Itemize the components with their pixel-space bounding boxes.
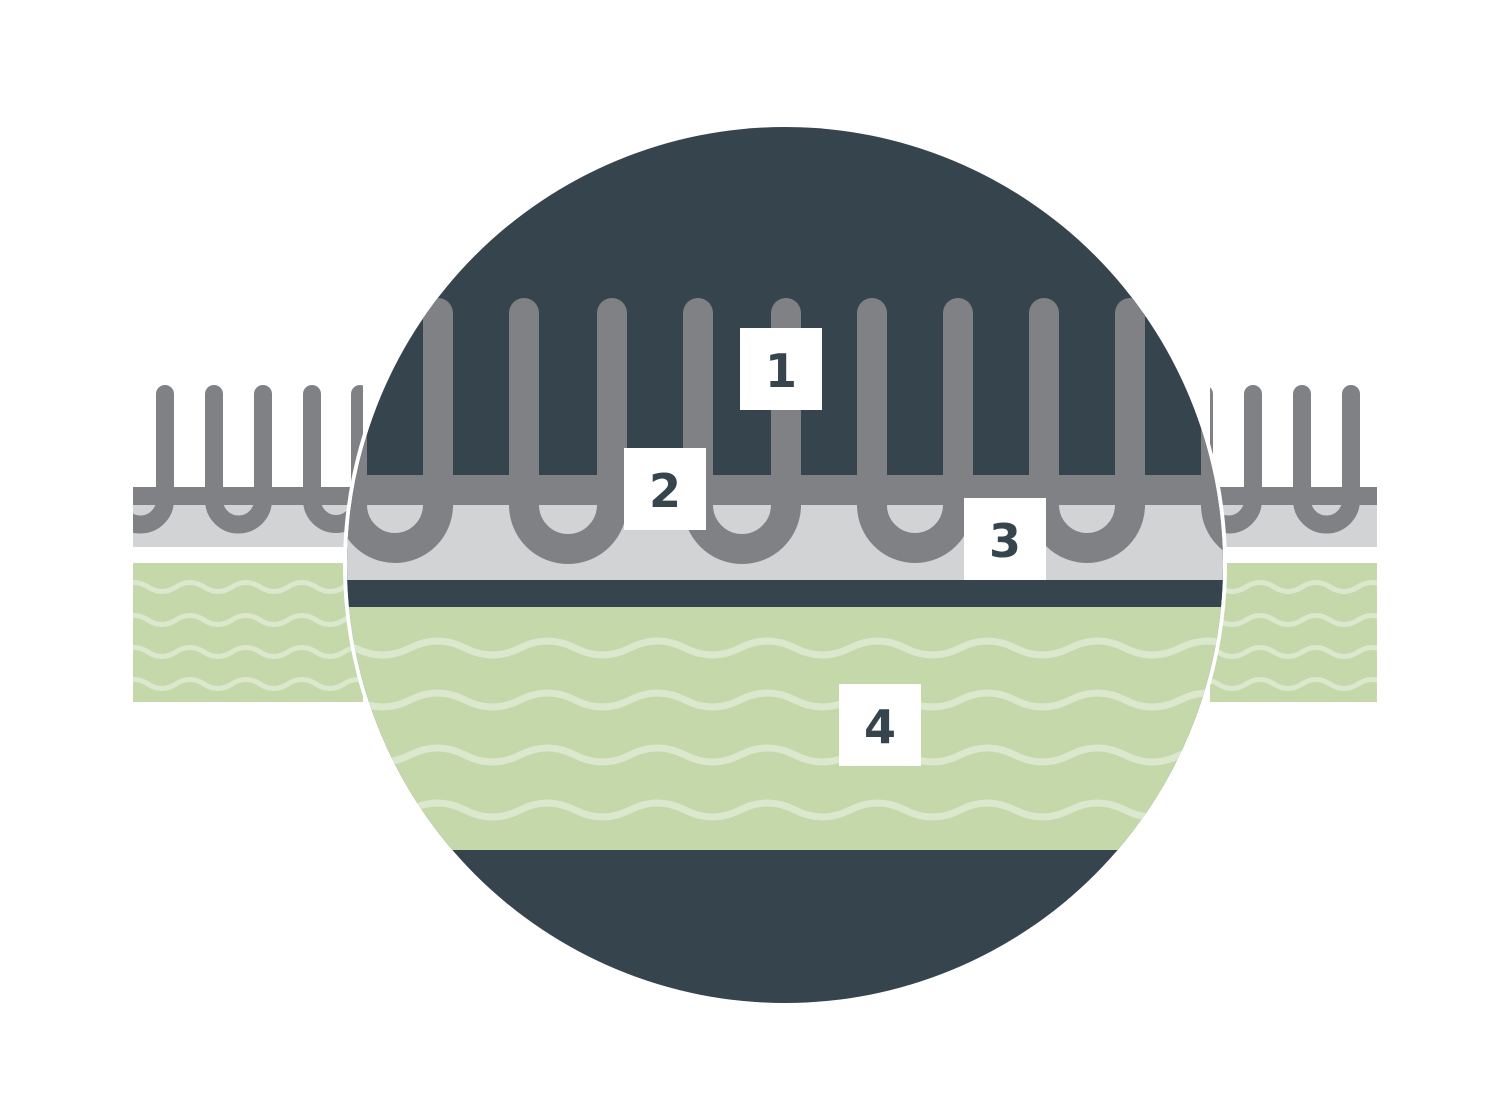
label-3: 3 — [964, 498, 1046, 580]
wave-line — [347, 799, 1223, 821]
pile-loop — [1210, 499, 1262, 534]
label-1-text: 1 — [765, 344, 797, 398]
label-4: 4 — [839, 684, 921, 766]
adhesive-layer — [347, 580, 1223, 607]
label-4-text: 4 — [864, 700, 896, 754]
wave-line — [347, 744, 1223, 766]
underlay-waves — [347, 637, 1223, 821]
pile-fibers — [347, 298, 1223, 564]
wave-line — [1210, 645, 1377, 659]
pile-loop — [509, 504, 627, 564]
pile-loop — [1293, 499, 1360, 534]
pile-loop — [205, 499, 272, 534]
label-2: 2 — [624, 448, 706, 530]
pile-loop — [1201, 504, 1223, 563]
wave-line — [1210, 613, 1377, 627]
pile-loop — [1029, 504, 1145, 563]
right-pile-fibers — [1210, 385, 1360, 534]
label-3-text: 3 — [989, 514, 1021, 568]
right-underlay-layer — [1210, 563, 1377, 702]
right-carpet-section — [1210, 385, 1377, 702]
wave-line — [1210, 677, 1377, 691]
left-carpet-section — [133, 385, 363, 702]
label-2-text: 2 — [649, 464, 681, 518]
magnified-section — [347, 127, 1223, 1003]
pile-loop — [133, 499, 174, 534]
wave-line — [347, 637, 1223, 659]
wave-line — [133, 677, 363, 691]
wave-line — [347, 689, 1223, 711]
pile-loop — [347, 504, 453, 563]
label-1: 1 — [740, 328, 822, 410]
pile-loop — [857, 504, 973, 563]
